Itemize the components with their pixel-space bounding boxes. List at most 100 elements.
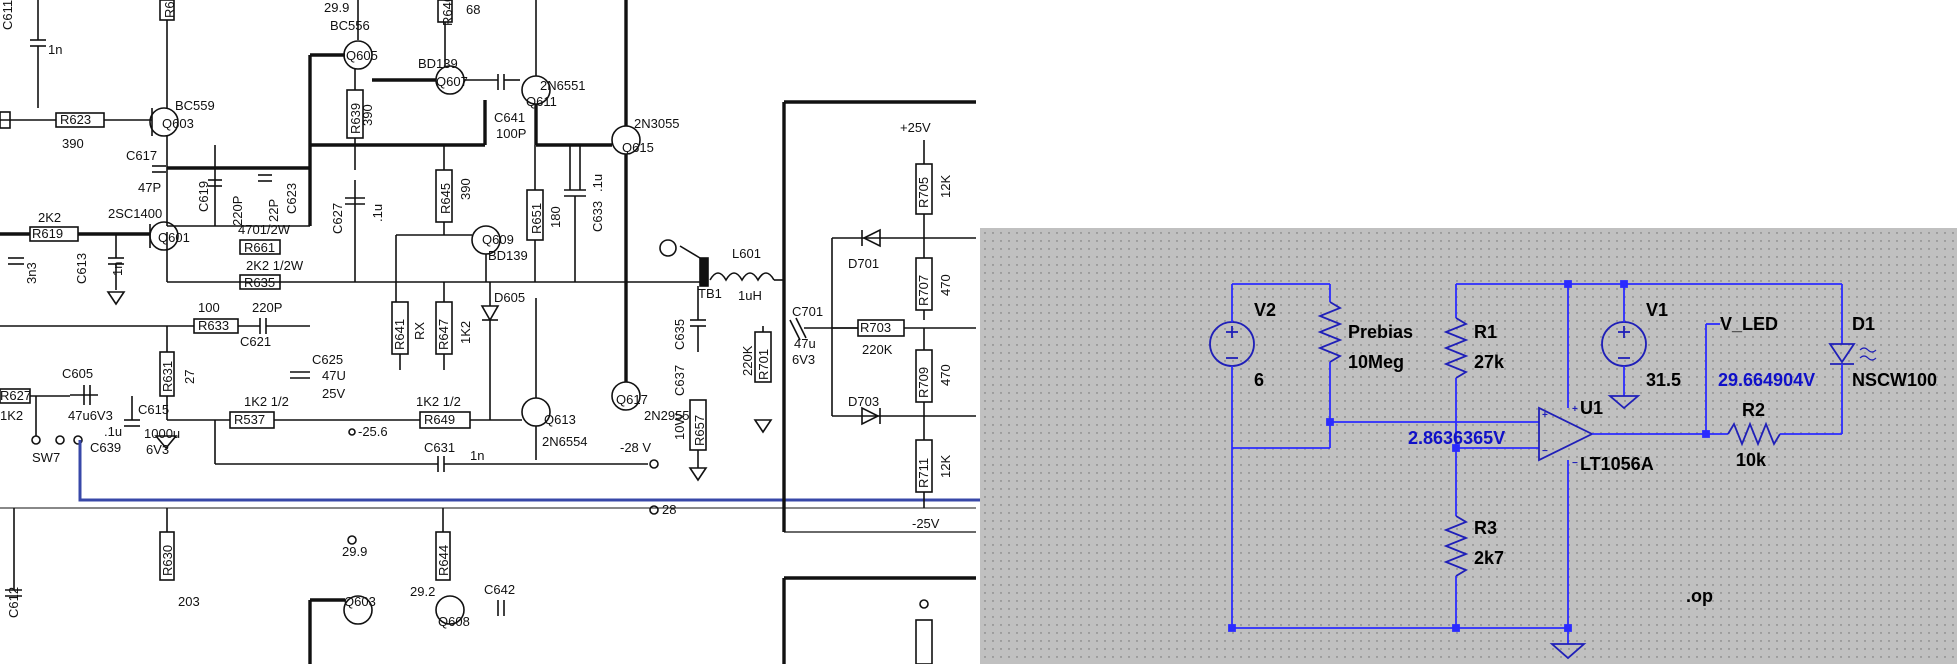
label-r537: R537 bbox=[234, 412, 265, 427]
label-r705: R705 bbox=[916, 177, 931, 208]
label-c623: C623 bbox=[284, 183, 299, 214]
label-r641: R641 bbox=[392, 319, 407, 350]
label-r2: R2 bbox=[1742, 400, 1765, 420]
label-r3: R3 bbox=[1474, 518, 1497, 538]
label-r646: R646 bbox=[440, 0, 455, 26]
value-v2: 6 bbox=[1254, 370, 1264, 390]
svg-text:−: − bbox=[1542, 446, 1548, 457]
label-q605: Q605 bbox=[346, 48, 378, 63]
label-u1: U1 bbox=[1580, 398, 1603, 418]
label-c635: C635 bbox=[672, 319, 687, 350]
label-r649: R649 bbox=[424, 412, 455, 427]
label-bd139-mid: BD139 bbox=[488, 248, 528, 263]
label-sw7: SW7 bbox=[32, 450, 60, 465]
label-q617: Q617 bbox=[616, 392, 648, 407]
resistor-r661 bbox=[239, 239, 281, 255]
label-q603b: Q603 bbox=[344, 594, 376, 609]
label-c625: C625 bbox=[312, 352, 343, 367]
label-c617-val: 47P bbox=[138, 180, 161, 195]
label-r619: R619 bbox=[32, 226, 63, 241]
label-r649-val: 1K2 1/2 bbox=[416, 394, 461, 409]
label-c611-val: 1n bbox=[48, 42, 62, 57]
label-r703-val: 220K bbox=[862, 342, 893, 357]
label-r651-val: 180 bbox=[548, 206, 563, 228]
label-c627-val: .1u bbox=[370, 204, 385, 222]
inductor-l601 bbox=[709, 272, 775, 282]
voltage-readout-led-node: 29.664904V bbox=[1718, 370, 1815, 390]
label-c641-val: 100P bbox=[496, 126, 526, 141]
label-q601: Q601 bbox=[158, 230, 190, 245]
label-r639-val: 390 bbox=[360, 104, 375, 126]
terminal-tb1 bbox=[699, 257, 709, 287]
svg-text:+: + bbox=[1542, 410, 1548, 421]
label-c613-val: 1n bbox=[110, 262, 125, 276]
value-d1: NSCW100 bbox=[1852, 370, 1937, 390]
label-r657: R657 bbox=[692, 415, 707, 446]
label-28: 28 bbox=[662, 502, 676, 517]
label-c617: C617 bbox=[126, 148, 157, 163]
value-u1: LT1056A bbox=[1580, 454, 1654, 474]
label-r705-val: 12K bbox=[938, 175, 953, 198]
label-r647: R647 bbox=[436, 319, 451, 350]
label-r661-val: 4701/2W bbox=[238, 222, 291, 237]
ground-v1 bbox=[1607, 395, 1641, 410]
label-r633-val: 100 bbox=[198, 300, 220, 315]
label-r703: R703 bbox=[860, 320, 891, 335]
label-r657-val: 10W bbox=[672, 413, 687, 440]
label-c623-val: 22P bbox=[266, 199, 281, 222]
net-label-v-led: V_LED bbox=[1720, 314, 1778, 334]
label-r707-val: 470 bbox=[938, 274, 953, 296]
label-prebias: Prebias bbox=[1348, 322, 1413, 342]
label-r645: R645 bbox=[438, 183, 453, 214]
value-r3: 2k7 bbox=[1474, 548, 1504, 568]
svg-text:−: − bbox=[1572, 458, 1578, 469]
label-c701-v: 6V3 bbox=[792, 352, 815, 367]
label-q603: Q603 bbox=[162, 116, 194, 131]
led-d1[interactable] bbox=[1828, 343, 1856, 364]
svg-text:+: + bbox=[1572, 404, 1578, 415]
scanned-schematic-labels: C611 1n R611 R623 390 BC559 Q603 C617 47… bbox=[0, 0, 953, 629]
label-c642: C642 bbox=[484, 582, 515, 597]
label-bd139-top: BD139 bbox=[418, 56, 458, 71]
label-r711-val: 12K bbox=[938, 455, 953, 478]
resistor-prebias[interactable] bbox=[1317, 301, 1343, 363]
transistor-q608 bbox=[435, 595, 465, 625]
resistor-r635 bbox=[239, 274, 281, 290]
label-r651: R651 bbox=[529, 203, 544, 234]
label-d703: D703 bbox=[848, 394, 879, 409]
label-r646-val: 68 bbox=[466, 2, 480, 17]
spice-canvas[interactable] bbox=[980, 228, 1957, 664]
label-v299-bot: 29.9 bbox=[342, 544, 367, 559]
label-2sc1400: 2SC1400 bbox=[108, 206, 162, 221]
opamp-pin-marks: + − + − bbox=[1542, 404, 1578, 469]
label-c625-v: 25V bbox=[322, 386, 345, 401]
label-r1: R1 bbox=[1474, 322, 1497, 342]
label-2k2: 2K2 bbox=[38, 210, 61, 225]
spice-schematic bbox=[1209, 280, 1877, 660]
opamp-u1[interactable] bbox=[1538, 406, 1595, 462]
label-c615-val: 1000u bbox=[144, 426, 180, 441]
label-r623-val: 390 bbox=[62, 136, 84, 151]
label-r635-val: 2K2 1/2W bbox=[246, 258, 304, 273]
resistor-r2[interactable] bbox=[1727, 421, 1781, 447]
label-m25v: -25V bbox=[912, 516, 940, 531]
label-c631-val: 1n bbox=[470, 448, 484, 463]
label-c613: C613 bbox=[74, 253, 89, 284]
transistor-q603b bbox=[343, 595, 373, 625]
label-2n3055: 2N3055 bbox=[634, 116, 680, 131]
voltage-readout-opamp-plus: 2.8636365V bbox=[1408, 428, 1505, 448]
resistor-r3[interactable] bbox=[1443, 515, 1469, 577]
value-r2: 10k bbox=[1736, 450, 1767, 470]
directive-op[interactable]: .op bbox=[1686, 586, 1713, 606]
label-r537-val: 1K2 1/2 bbox=[244, 394, 289, 409]
label-c639-val: .1u bbox=[104, 424, 122, 439]
resistor-r1[interactable] bbox=[1443, 317, 1469, 379]
label-q607: Q607 bbox=[436, 74, 468, 89]
label-q609: Q609 bbox=[482, 232, 514, 247]
label-203: 203 bbox=[178, 594, 200, 609]
label-c615-v: 6V3 bbox=[146, 442, 169, 457]
label-r630: R630 bbox=[160, 545, 175, 576]
label-bc556: BC556 bbox=[330, 18, 370, 33]
label-c619-val: 220P bbox=[230, 196, 245, 226]
label-v1: V1 bbox=[1646, 300, 1668, 320]
